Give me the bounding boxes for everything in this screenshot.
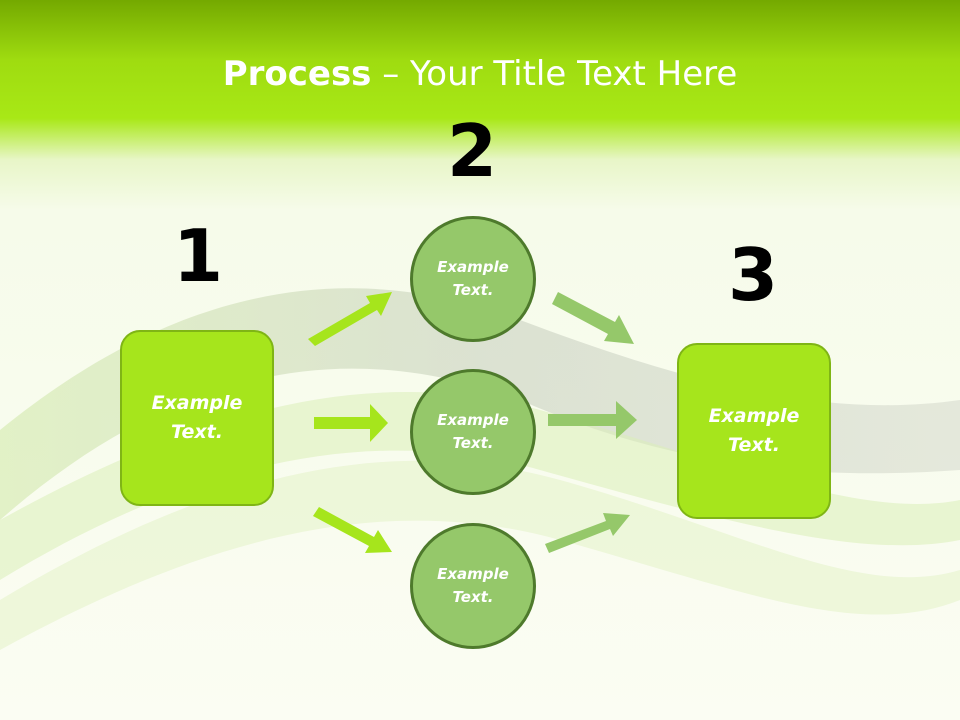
arrow-top-to-right [552,292,634,344]
box-left-label: Example Text. [151,392,243,443]
process-circle-bottom: Example Text. [410,523,536,649]
circle-bottom-label: Example Text. [437,565,509,606]
arrow-left-to-middle [314,404,388,442]
slide-title: Process – Your Title Text Here [0,52,960,96]
title-bold: Process [222,54,372,94]
process-box-right: Example Text. [677,343,831,519]
process-circle-middle: Example Text. [410,369,536,495]
step-number-1: 1 [172,214,224,298]
process-box-left: Example Text. [120,330,274,506]
arrow-middle-to-right [548,401,637,439]
arrow-bottom-to-right [545,513,630,553]
process-circle-top: Example Text. [410,216,536,342]
box-right-label: Example Text. [708,405,800,456]
circle-top-label: Example Text. [437,258,509,299]
title-rest: – Your Title Text Here [371,54,738,94]
step-number-3: 3 [727,233,779,317]
arrow-left-to-bottom [313,507,392,553]
circle-middle-label: Example Text. [437,411,509,452]
arrow-left-to-top [308,292,392,346]
step-number-2: 2 [446,109,498,193]
